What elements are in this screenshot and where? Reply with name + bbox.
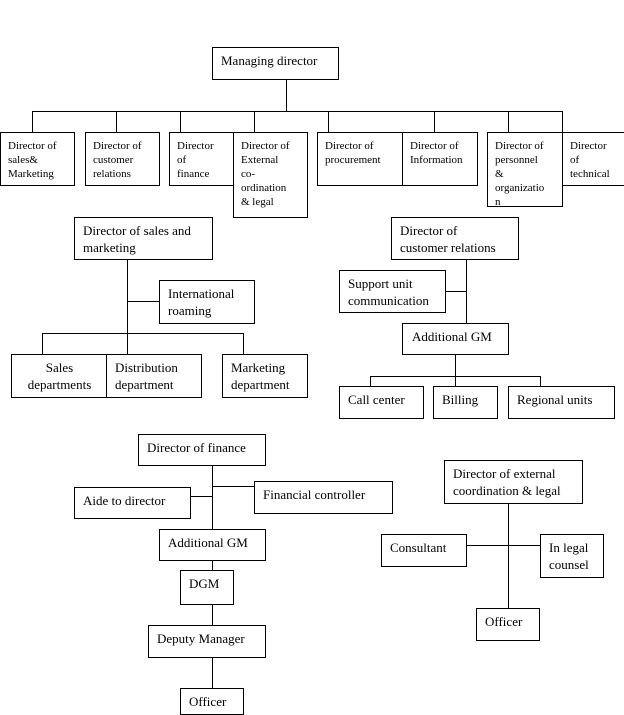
director-label: Director of finance: [177, 140, 214, 180]
connector: [212, 657, 213, 689]
director-label: Director of Information: [410, 140, 463, 166]
connector: [508, 111, 509, 132]
director-label: Director of customer relations: [93, 140, 142, 180]
connector: [455, 354, 456, 376]
billing-box[interactable]: Billing: [433, 386, 498, 419]
director-external-coordination-detail-box[interactable]: Director of external coordination & lega…: [444, 460, 583, 504]
connector: [127, 259, 128, 354]
director-customer-relations-detail-box[interactable]: Director of customer relations: [391, 217, 519, 260]
director-finance-detail-box[interactable]: Director of finance: [138, 434, 266, 466]
connector: [434, 111, 435, 132]
director-customer-relations-box[interactable]: Director of customer relations: [85, 132, 160, 186]
box-label: Director of customer relations: [400, 223, 496, 255]
consultant-box[interactable]: Consultant: [381, 534, 467, 567]
director-label: Director of personnel & organizatio n: [495, 140, 545, 207]
director-finance-box[interactable]: Director of finance: [169, 132, 237, 186]
director-technical-box[interactable]: Director of technical: [562, 132, 624, 186]
director-label: Director of technical: [570, 140, 610, 180]
regional-units-box[interactable]: Regional units: [508, 386, 615, 419]
sales-departments-box[interactable]: Sales departments: [11, 354, 108, 398]
deputy-manager-box[interactable]: Deputy Manager: [148, 625, 266, 658]
connector: [127, 301, 159, 302]
box-label: Director of external coordination & lega…: [453, 466, 561, 498]
box-label: DGM: [189, 576, 220, 591]
connector: [540, 376, 541, 386]
support-unit-communication-box[interactable]: Support unit communication: [339, 270, 446, 313]
international-roaming-box[interactable]: International roaming: [159, 280, 255, 324]
connector: [32, 111, 562, 112]
box-label: Distribution department: [115, 360, 178, 392]
financial-controller-box[interactable]: Financial controller: [254, 481, 393, 514]
box-label: Director of sales and marketing: [83, 223, 191, 255]
connector: [466, 545, 540, 546]
box-label: Support unit communication: [348, 276, 429, 308]
connector: [116, 111, 117, 132]
box-label: Financial controller: [263, 487, 366, 502]
aide-to-director-box[interactable]: Aide to director: [74, 487, 191, 519]
box-label: Sales departments: [27, 360, 92, 392]
connector: [212, 486, 255, 487]
marketing-department-box[interactable]: Marketing department: [222, 354, 308, 398]
in-legal-counsel-box[interactable]: In legal counsel: [540, 534, 604, 578]
connector: [212, 604, 213, 626]
connector: [212, 465, 213, 529]
director-sales-and-marketing-box[interactable]: Director of sales and marketing: [74, 217, 213, 260]
connector: [190, 496, 212, 497]
director-procurement-box[interactable]: Director of procurement: [317, 132, 404, 186]
director-personnel-box[interactable]: Director of personnel & organizatio n: [487, 132, 563, 207]
box-label: Officer: [189, 694, 227, 709]
box-label: Billing: [442, 392, 479, 407]
director-label: Director of procurement: [325, 140, 381, 166]
finance-additional-gm-box[interactable]: Additional GM: [159, 529, 266, 561]
box-label: Aide to director: [83, 493, 166, 508]
external-officer-box[interactable]: Officer: [476, 608, 540, 641]
connector: [370, 376, 371, 386]
dgm-box[interactable]: DGM: [180, 570, 234, 605]
box-label: International roaming: [168, 286, 235, 318]
director-information-box[interactable]: Director of Information: [402, 132, 478, 186]
connector: [445, 291, 466, 292]
connector: [286, 79, 287, 111]
box-label: Consultant: [390, 540, 447, 555]
box-label: Officer: [485, 614, 523, 629]
connector: [328, 111, 329, 132]
connector: [32, 111, 33, 132]
box-label: Deputy Manager: [157, 631, 245, 646]
box-label: Additional GM: [168, 535, 248, 550]
connector: [243, 333, 244, 354]
connector: [508, 503, 509, 609]
customer-additional-gm-box[interactable]: Additional GM: [402, 323, 509, 355]
director-label: Director of sales& Marketing: [8, 140, 57, 180]
managing-director-label: Managing director: [221, 53, 318, 68]
connector: [42, 333, 244, 334]
director-external-coordination-box[interactable]: Director of External co- ordination & le…: [233, 132, 308, 218]
box-label: Regional units: [517, 392, 593, 407]
finance-officer-box[interactable]: Officer: [180, 688, 244, 715]
connector: [562, 111, 563, 132]
connector: [42, 333, 43, 354]
connector: [455, 376, 456, 386]
call-center-box[interactable]: Call center: [339, 386, 424, 419]
box-label: Additional GM: [412, 329, 492, 344]
box-label: Call center: [348, 392, 405, 407]
box-label: In legal counsel: [549, 540, 589, 572]
box-label: Director of finance: [147, 440, 246, 455]
connector: [254, 111, 255, 132]
director-sales-marketing-box[interactable]: Director of sales& Marketing: [0, 132, 75, 186]
distribution-department-box[interactable]: Distribution department: [106, 354, 202, 398]
connector: [180, 111, 181, 132]
connector: [212, 560, 213, 570]
managing-director-box[interactable]: Managing director: [212, 47, 339, 80]
box-label: Marketing department: [231, 360, 290, 392]
connector: [466, 259, 467, 323]
director-label: Director of External co- ordination & le…: [241, 140, 290, 208]
